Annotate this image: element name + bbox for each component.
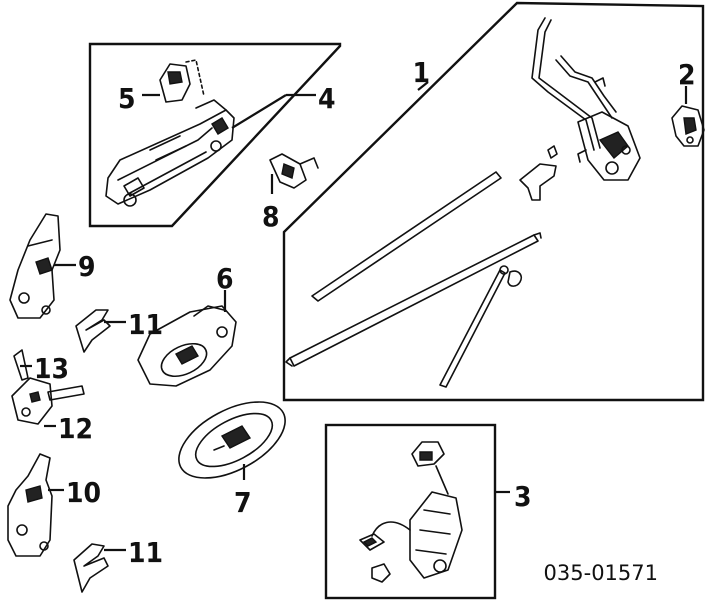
frame-group-4 (88, 42, 342, 228)
part-11-clip-upper (75, 309, 111, 353)
callout-11-lower: 11 (128, 536, 163, 569)
part-8-clip (269, 153, 319, 189)
callout-8: 8 (262, 200, 280, 233)
part-4-outside-handle (105, 99, 235, 207)
leader-line-4b (231, 94, 287, 129)
leader-line-1 (417, 81, 429, 91)
callout-7: 7 (234, 486, 252, 519)
part-11-clip-lower (73, 543, 109, 593)
callout-3: 3 (514, 480, 532, 513)
callout-13: 13 (34, 352, 69, 385)
part-9-lock-actuator (9, 213, 61, 319)
rod-assembly (285, 171, 542, 388)
part-3-lock-actuator-motor (359, 441, 463, 583)
part-12-13-lock-cylinder (11, 349, 85, 425)
latch-assembly (519, 17, 641, 201)
callout-2: 2 (678, 58, 696, 91)
callout-1: 1 (412, 56, 430, 89)
callout-11-upper: 11 (128, 308, 163, 341)
part-7-inside-handle-bezel (178, 401, 286, 479)
callout-6: 6 (216, 262, 234, 295)
frame-group-3 (324, 423, 497, 600)
callout-10: 10 (66, 476, 101, 509)
callout-4: 4 (318, 82, 336, 115)
callout-12: 12 (58, 412, 93, 445)
part-6-inside-handle-base (137, 305, 237, 387)
callout-5: 5 (118, 82, 136, 115)
part-2-latch-clip (671, 105, 705, 147)
part-5-handle-bracket (159, 59, 205, 103)
frame-group-1 (282, 1, 705, 402)
callout-9: 9 (78, 250, 96, 283)
part-10-lock-rod-holder (7, 453, 53, 557)
catalog-number: 035-01571 (544, 561, 658, 585)
